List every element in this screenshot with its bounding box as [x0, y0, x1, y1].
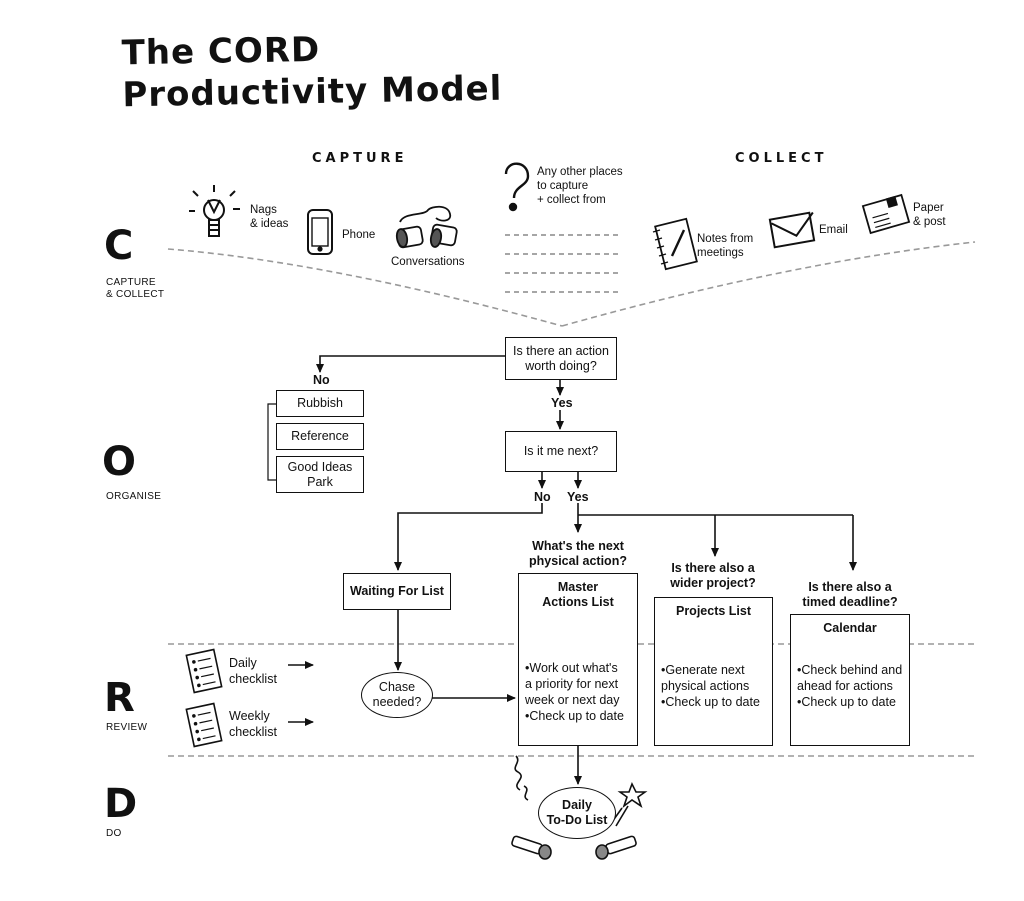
email-label: Email: [819, 224, 848, 236]
weekly-checklist-icon: [185, 702, 223, 748]
stage-letter-c: C: [104, 223, 134, 269]
timed-deadline-question: Is there also a timed deadline?: [802, 580, 898, 609]
conversations-label: Conversations: [391, 256, 465, 268]
no-label: No: [313, 373, 330, 387]
envelope-icon: [768, 211, 816, 249]
me-next-question: Is it me next?: [505, 431, 617, 472]
calendar-bullets: Check behind and ahead for actions Check…: [791, 662, 902, 710]
title-line-2: Productivity Model: [122, 68, 503, 116]
arrow-no-waiting: [394, 503, 543, 571]
weekly-checklist-label: Weekly checklist: [229, 709, 277, 739]
projects-list-box: Projects List Generate next physical act…: [654, 597, 773, 746]
conversations-icon: [395, 205, 458, 249]
daily-checklist-label: Daily checklist: [229, 656, 277, 686]
waiting-for-list-box: Waiting For List: [343, 573, 451, 610]
calendar-box: Calendar Check behind and ahead for acti…: [790, 614, 910, 746]
stage-letter-o: O: [102, 439, 137, 485]
next-physical-action-question: What's the next physical action?: [529, 539, 627, 568]
capture-header: CAPTURE: [312, 151, 408, 166]
stage-label-do: DO: [106, 828, 122, 839]
arrow-to-no: [316, 355, 505, 373]
notebook-icon: [652, 217, 698, 271]
master-actions-list-box: Master Actions List Work out what's a pr…: [518, 573, 638, 746]
stage-letter-d: D: [104, 781, 138, 827]
party-blower-right-icon: [595, 835, 637, 860]
stage-letter-r: R: [104, 675, 135, 721]
question-mark-icon: [504, 162, 530, 212]
no-label-2: No: [534, 490, 551, 504]
streamer-icon: [514, 755, 529, 801]
reference-box: Reference: [276, 423, 364, 450]
star-icon: [611, 782, 648, 827]
phone-label: Phone: [342, 229, 376, 241]
title-line-1: The CORD: [121, 29, 321, 74]
postcard-icon: [861, 193, 911, 235]
daily-checklist-icon: [185, 648, 223, 694]
lightbulb-icon: [189, 185, 240, 237]
party-blower-left-icon: [511, 835, 552, 860]
page-title: The CORD Productivity Model: [121, 27, 503, 116]
wider-project-question: Is there also a wider project?: [670, 561, 756, 590]
master-actions-bullets: Work out what's a priority for next week…: [519, 660, 624, 724]
phone-icon: [307, 209, 333, 255]
notes-meetings-label: Notes from meetings: [697, 233, 754, 259]
collect-header: COLLECT: [735, 151, 828, 166]
projects-bullets: Generate next physical actions Check up …: [655, 662, 760, 710]
other-places-label: Any other places to capture + collect fr…: [537, 166, 623, 206]
nags-ideas-label: Nags & ideas: [250, 204, 289, 230]
rubbish-box: Rubbish: [276, 390, 364, 417]
funnel-left-line: [167, 248, 563, 327]
yes-label-2: Yes: [567, 490, 589, 504]
stage-label-organise: ORGANISE: [106, 491, 162, 502]
funnel-right-line: [561, 241, 976, 327]
yes-label: Yes: [551, 396, 573, 410]
paper-post-label: Paper & post: [913, 202, 946, 228]
stage-label-review: REVIEW: [106, 722, 148, 733]
stage-label-capture-collect: CAPTURE & COLLECT: [106, 277, 165, 300]
